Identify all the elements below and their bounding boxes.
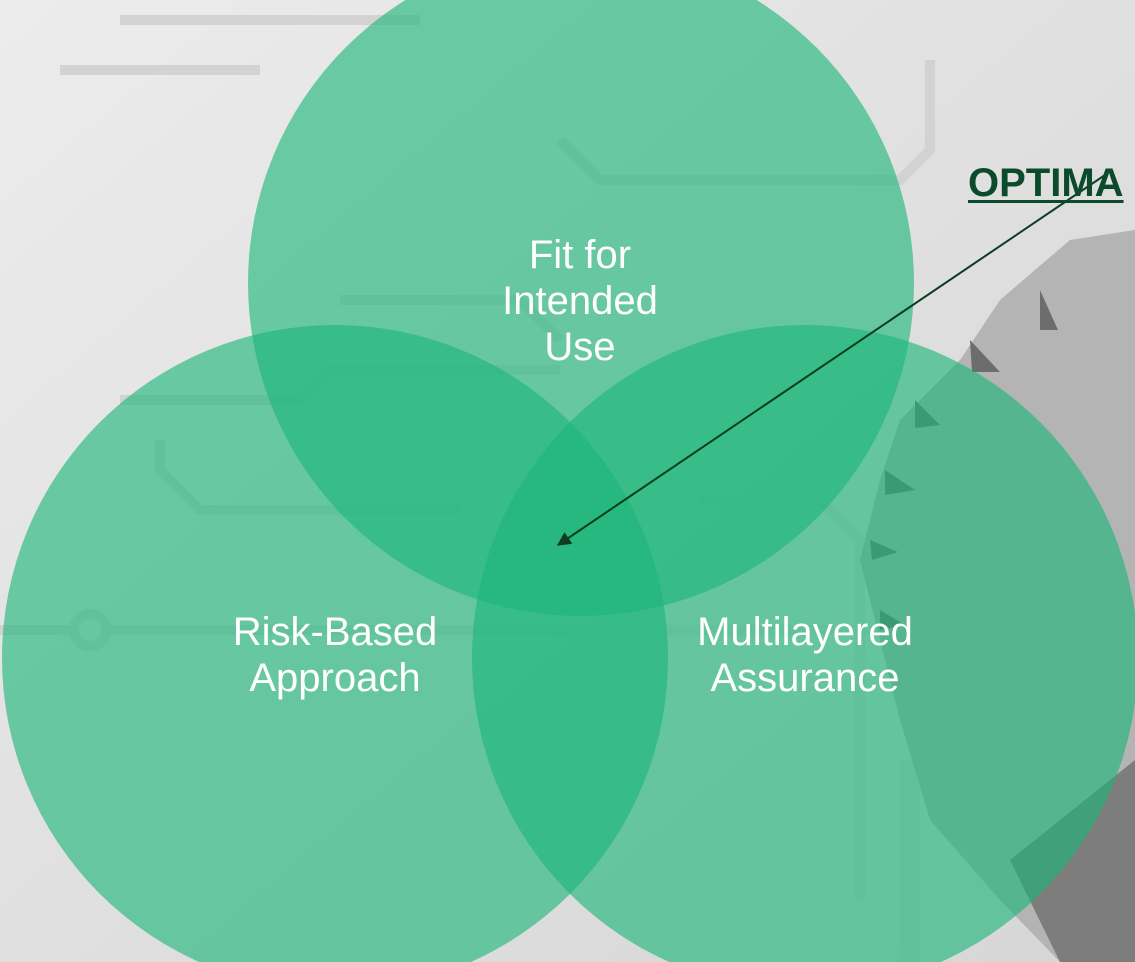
label-line: Risk-Based bbox=[232, 610, 438, 654]
circle-multilayered-assurance bbox=[472, 325, 1135, 962]
label-line: Assurance bbox=[710, 656, 900, 700]
label-line: Intended bbox=[502, 279, 658, 323]
label-line: Multilayered bbox=[697, 610, 913, 654]
label-multilayered-assurance: Multilayered Assurance bbox=[655, 609, 955, 701]
label-line: Use bbox=[544, 325, 616, 369]
callout-optima-label: OPTIMA bbox=[968, 161, 1124, 205]
label-risk-based-approach: Risk-Based Approach bbox=[185, 609, 485, 701]
label-line: Fit for bbox=[528, 233, 632, 277]
circle-risk-based-approach bbox=[2, 325, 668, 962]
callout-arrow bbox=[556, 174, 1106, 546]
label-fit-for-intended-use: Fit for Intended Use bbox=[455, 232, 705, 370]
label-line: Approach bbox=[249, 656, 421, 700]
